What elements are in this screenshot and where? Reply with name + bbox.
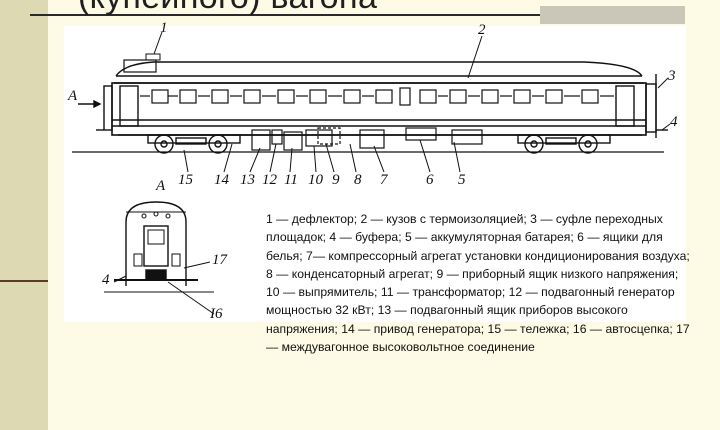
callout-1: 1 <box>160 20 168 36</box>
gangway-right <box>645 83 657 133</box>
callout-14: 14 <box>214 172 229 188</box>
gangway-left <box>103 85 113 131</box>
door-right <box>615 85 635 127</box>
callout-11: 11 <box>284 172 298 188</box>
car-roof <box>115 61 643 77</box>
legend-text: 1 — дефлектор; 2 — кузов с термоизоляцие… <box>266 212 690 355</box>
callout-7: 7 <box>380 172 388 188</box>
bogie-left <box>147 134 241 154</box>
car-body <box>111 82 647 136</box>
end-view <box>104 201 215 315</box>
left-decor-band <box>0 0 48 430</box>
corner-decor-block <box>540 6 685 24</box>
callout-17: 17 <box>212 252 227 268</box>
leader-lines-bottom <box>183 139 461 173</box>
title-underline <box>30 14 670 16</box>
end-view-label: A <box>156 178 166 194</box>
callout-16: I6 <box>210 306 223 322</box>
callout-12: 12 <box>262 172 277 188</box>
callout-3: 3 <box>668 68 676 84</box>
callout-6: 6 <box>426 172 434 188</box>
callout-5: 5 <box>458 172 466 188</box>
callout-15: 15 <box>178 172 193 188</box>
callout-2: 2 <box>478 22 486 38</box>
end-view-door <box>143 225 169 267</box>
window-row <box>151 87 599 106</box>
callout-4: 4 <box>670 114 678 130</box>
bogie-right <box>517 134 611 154</box>
railcar-figure: 1 2 3 4 A 15 14 13 12 11 10 9 8 7 6 5 A … <box>64 20 686 322</box>
underfloor-equipment <box>251 127 483 151</box>
callout-4-end: 4 <box>102 272 110 288</box>
callout-A: A <box>68 88 78 104</box>
end-view-outline <box>125 201 187 286</box>
left-accent-rule <box>0 280 48 282</box>
deflector-top <box>145 53 161 61</box>
callout-8: 8 <box>354 172 362 188</box>
deflector <box>123 59 157 73</box>
view-arrow-head <box>93 99 102 109</box>
end-view-coupler <box>145 269 167 281</box>
slide-title: (купейного) вагона <box>78 0 377 17</box>
door-left <box>119 85 139 127</box>
callout-10: 10 <box>308 172 323 188</box>
railcar-drawing <box>72 31 671 315</box>
callout-13: 13 <box>240 172 255 188</box>
callout-9: 9 <box>332 172 340 188</box>
